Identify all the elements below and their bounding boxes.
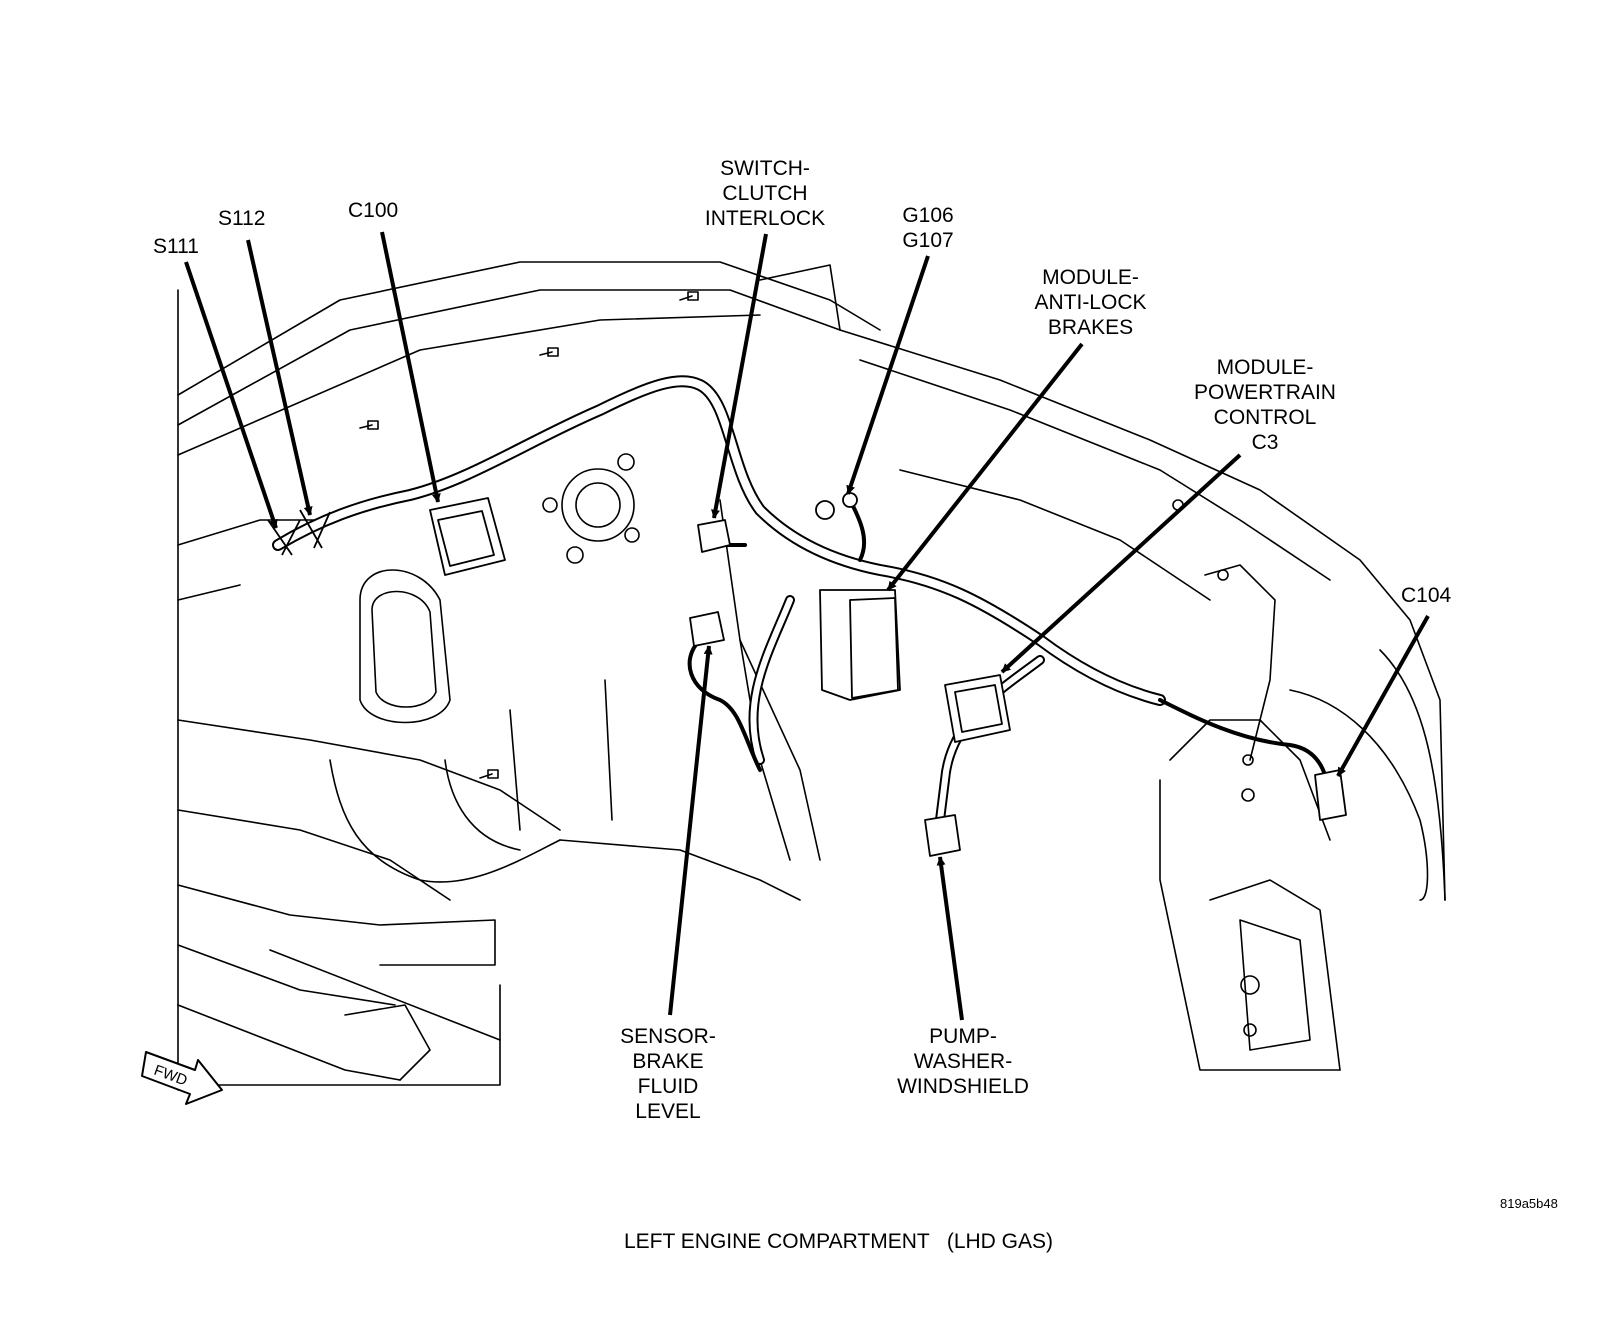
label-module-powertrain-control: MODULE- POWERTRAIN CONTROL C3 (1194, 356, 1336, 454)
label-sensor-brake-fluid-level: SENSOR- BRAKE FLUID LEVEL (620, 1025, 716, 1123)
label-c104: C104 (1401, 584, 1452, 607)
wiring-harness (272, 375, 1327, 825)
label-c100: C100 (348, 199, 399, 222)
label-s112: S112 (218, 207, 266, 230)
image-id: 819a5b48 (1500, 1196, 1558, 1211)
arrow-abs (886, 342, 1084, 592)
label-module-anti-lock-brakes: MODULE- ANTI-LOCK BRAKES (1034, 266, 1147, 339)
fwd-arrow-icon: FWD (141, 1051, 223, 1105)
label-pump-washer-windshield: PUMP- WASHER- WINDSHIELD (897, 1025, 1029, 1098)
arrow-brake-sensor (668, 645, 713, 1016)
body-structure (177, 261, 1446, 1091)
arrow-s111 (184, 261, 278, 529)
label-g106-g107: G106 G107 (902, 204, 954, 252)
arrow-s112 (246, 239, 313, 516)
arrow-c100 (380, 231, 441, 503)
label-s111: S111 (153, 235, 199, 258)
leader-arrows (184, 231, 1430, 1021)
arrow-g106 (846, 255, 930, 495)
arrow-switch-clutch (711, 233, 768, 519)
label-switch-clutch-interlock: SWITCH- CLUTCH INTERLOCK (704, 157, 826, 230)
diagram-caption: LEFT ENGINE COMPARTMENT (LHD GAS) (624, 1230, 1054, 1253)
arrow-pcm (1000, 453, 1242, 674)
arrow-washer-pump (936, 856, 964, 1021)
arrow-c104 (1336, 615, 1430, 777)
components (267, 492, 1347, 857)
